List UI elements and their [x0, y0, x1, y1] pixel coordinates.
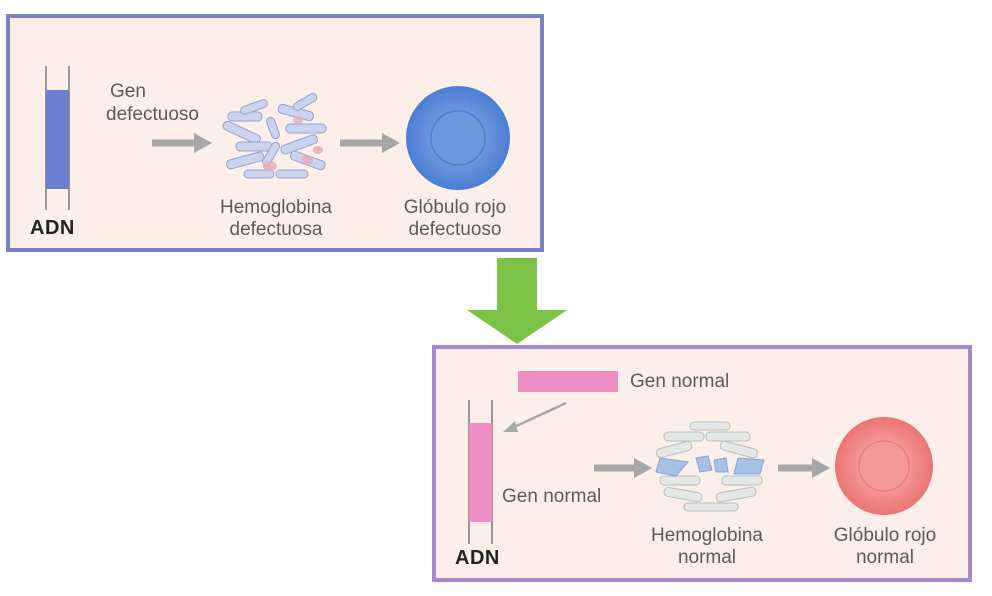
dna-label-bottom: ADN [455, 547, 500, 569]
defective-gene-label-line1: Gen [110, 81, 146, 102]
inserted-gene-label: Gen normal [630, 371, 730, 392]
arrow-gene-to-hemoglobin-normal [594, 458, 652, 478]
cell-defective-label-line2: defectuoso [408, 219, 502, 240]
cell-normal-label-line1: Glóbulo rojo [833, 525, 937, 546]
arrow-hemoglobin-to-cell-defective [340, 133, 400, 153]
hemoglobin-normal-label-line2: normal [677, 547, 737, 568]
dna-label-top: ADN [30, 217, 75, 239]
hemoglobin-defective-label-line2: defectuosa [229, 219, 323, 240]
defective-gene-segment [46, 90, 69, 189]
cell-normal-label-line2: normal [855, 547, 915, 568]
normal-gene-segment [469, 423, 492, 522]
arrow-gene-to-hemoglobin-defective [152, 133, 212, 153]
inserted-normal-gene [518, 371, 618, 392]
red-blood-cell-normal [835, 417, 933, 515]
dna-gene-label: Gen normal [502, 486, 602, 507]
hemoglobin-normal-icon [655, 421, 765, 512]
defective-gene-label-line2: defectuoso [106, 104, 199, 125]
red-blood-cell-defective [406, 86, 510, 190]
cell-defective-label-line1: Glóbulo rojo [403, 197, 507, 218]
dna-strand-defective [45, 66, 70, 210]
hemoglobin-defective-label-line1: Hemoglobina [220, 197, 332, 218]
arrow-hemoglobin-to-cell-normal [778, 458, 830, 478]
transition-arrow [467, 258, 567, 344]
dna-strand-normal [468, 400, 493, 544]
hemoglobin-normal-label-line1: Hemoglobina [651, 525, 763, 546]
arrow-insert-gene [503, 401, 567, 432]
hemoglobin-defective-icon [222, 93, 327, 179]
